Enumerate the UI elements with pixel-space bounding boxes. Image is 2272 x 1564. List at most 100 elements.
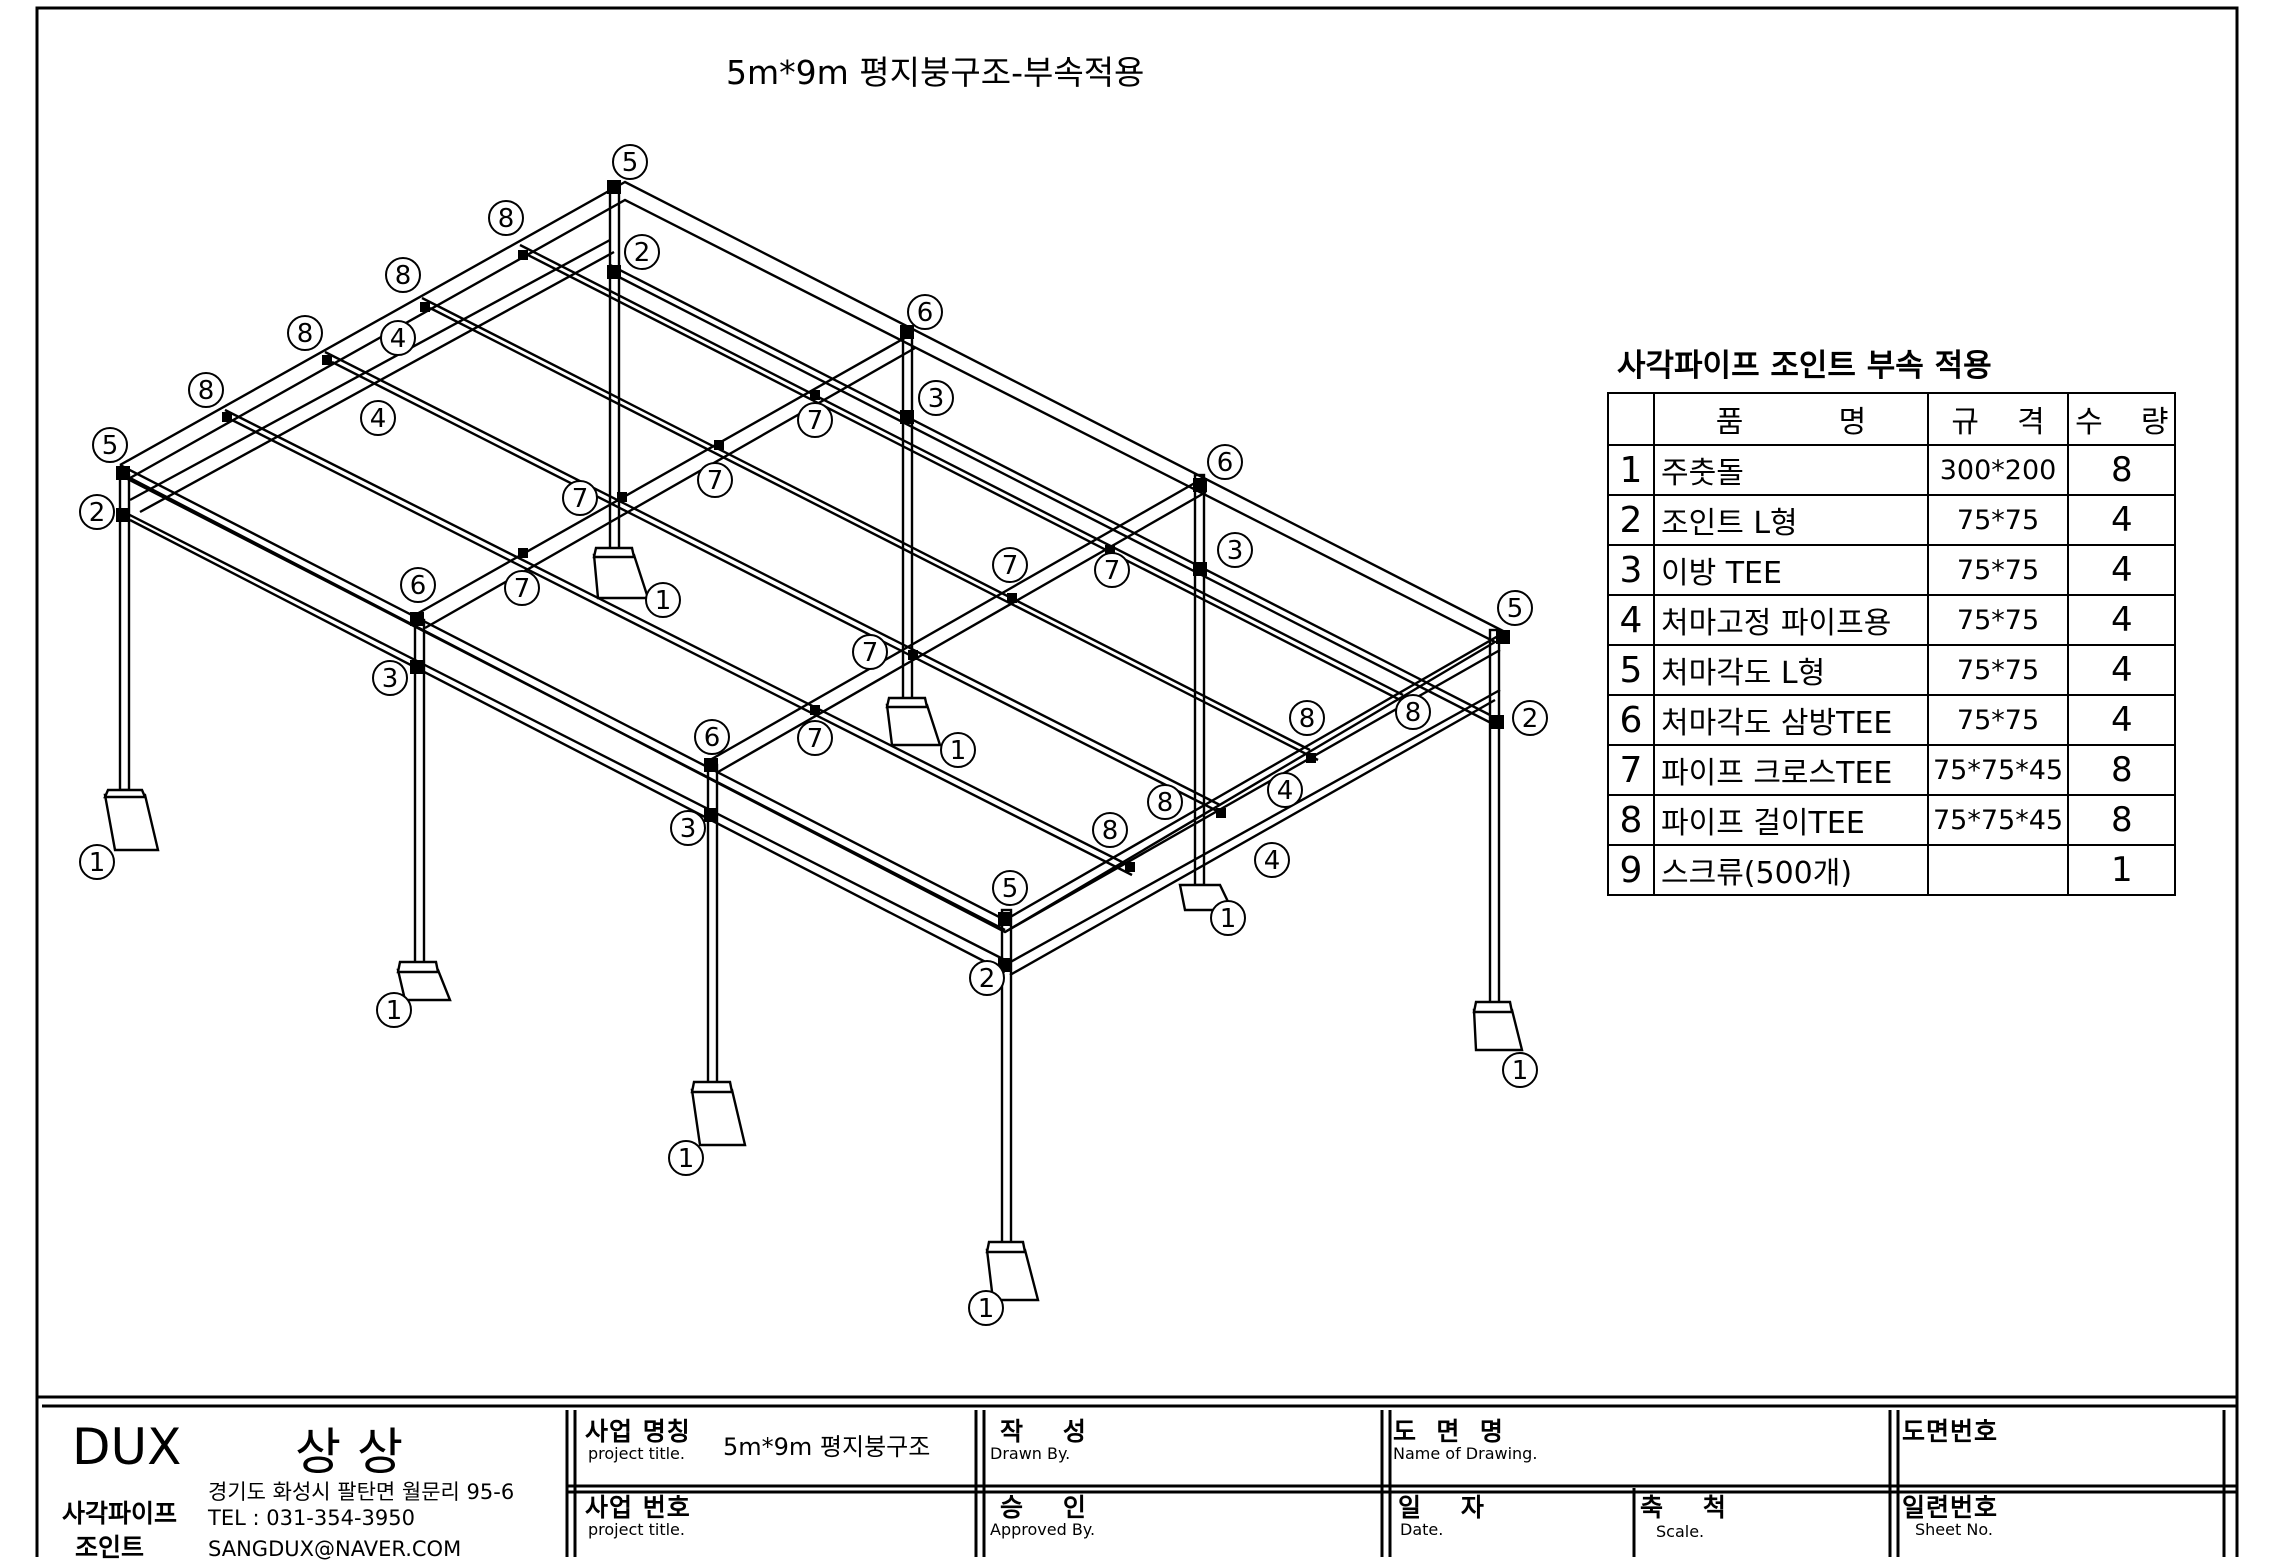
svg-text:3: 3 (1227, 536, 1244, 566)
svg-text:1: 1 (655, 586, 672, 616)
date-label-en: Date. (1400, 1520, 1444, 1539)
bom-row-qty: 8 (2067, 444, 2177, 496)
svg-text:2: 2 (979, 964, 996, 994)
drawn-by-label: 작 성 (1000, 1417, 1087, 1446)
callout-1: 1 (940, 732, 976, 768)
bom-row-spec: 75*75 (1926, 644, 2070, 696)
callout-7: 7 (504, 570, 540, 606)
callout-8: 8 (1289, 700, 1325, 736)
approved-by-label: 승 인 (1000, 1493, 1087, 1522)
callout-2: 2 (624, 234, 660, 270)
bom-row-name: 처마각도 L형 (1653, 644, 1929, 696)
svg-text:8: 8 (1405, 698, 1422, 728)
bom-row-no: 8 (1607, 794, 1655, 846)
callout-7: 7 (1094, 552, 1130, 588)
bom-row-qty: 1 (2067, 844, 2177, 896)
company-address: 경기도 화성시 팔탄면 월문리 95-6 (208, 1480, 515, 1504)
svg-text:7: 7 (572, 484, 589, 514)
callout-2: 2 (969, 960, 1005, 996)
bom-row-no: 9 (1607, 844, 1655, 896)
drawn-by-label-en: Drawn By. (990, 1444, 1071, 1463)
footings (103, 546, 1524, 1302)
callout-2: 2 (1512, 700, 1548, 736)
svg-text:8: 8 (498, 204, 515, 234)
svg-text:6: 6 (917, 298, 934, 328)
company-line-2: 조인트 (75, 1533, 145, 1562)
project-name-label: 사업 명칭 (585, 1417, 691, 1446)
bom-row-no: 4 (1607, 594, 1655, 646)
bom-row-spec: 75*75 (1926, 594, 2070, 646)
svg-text:1: 1 (386, 996, 403, 1026)
project-name-value: 5m*9m 평지붕구조 (723, 1433, 931, 1461)
svg-text:1: 1 (89, 848, 106, 878)
project-no-label-en: project title. (588, 1520, 685, 1539)
frame-structure (103, 180, 1524, 1302)
callout-6: 6 (400, 567, 436, 603)
svg-text:4: 4 (390, 324, 407, 354)
bom-row-spec: 75*75 (1926, 494, 2070, 546)
project-name-label-en: project title. (588, 1444, 685, 1463)
drawing-no-label: 도면번호 (1902, 1417, 1999, 1446)
svg-text:5: 5 (622, 148, 639, 178)
callout-3: 3 (670, 810, 706, 846)
callout-4: 4 (1267, 772, 1303, 808)
drawing-name-label: 도 면 명 (1393, 1417, 1504, 1446)
svg-text:8: 8 (1299, 704, 1316, 734)
drawing-name-label-en: Name of Drawing. (1393, 1444, 1538, 1463)
svg-text:1: 1 (1220, 904, 1237, 934)
callout-1: 1 (79, 844, 115, 880)
callout-7: 7 (797, 720, 833, 756)
callout-4: 4 (380, 320, 416, 356)
scale-label-en: Scale. (1656, 1522, 1705, 1541)
titleblock-lines (42, 1404, 2237, 1557)
svg-text:2: 2 (634, 238, 651, 268)
svg-text:1: 1 (950, 736, 967, 766)
sheet-border (35, 6, 2239, 1557)
callout-1: 1 (645, 582, 681, 618)
brand-name-ko: 상상 (295, 1423, 419, 1481)
svg-text:8: 8 (1102, 816, 1119, 846)
callout-7: 7 (562, 480, 598, 516)
svg-text:4: 4 (1277, 776, 1294, 806)
bom-row-spec: 75*75*45 (1926, 794, 2070, 846)
callout-5: 5 (992, 870, 1028, 906)
callout-2: 2 (79, 494, 115, 530)
bom-row-name: 처마고정 파이프용 (1653, 594, 1929, 646)
callout-3: 3 (1217, 532, 1253, 568)
svg-text:5: 5 (1002, 874, 1019, 904)
callout-4: 4 (1254, 842, 1290, 878)
company-line-1: 사각파이프 (62, 1499, 178, 1528)
svg-text:1: 1 (978, 1294, 995, 1324)
svg-text:3: 3 (928, 384, 945, 414)
company-email: SANGDUX@NAVER.COM (208, 1537, 462, 1561)
callout-8: 8 (1395, 694, 1431, 730)
svg-text:1: 1 (1512, 1056, 1529, 1086)
date-label: 일 자 (1398, 1493, 1485, 1522)
bom-row-qty: 8 (2067, 744, 2177, 796)
bom-row-spec: 75*75*45 (1926, 744, 2070, 796)
bom-header-no (1607, 392, 1655, 446)
bom-header-row: 품 명 규 격 수 량 (1607, 392, 2177, 446)
callout-7: 7 (852, 634, 888, 670)
bom-header-spec: 규 격 (1926, 392, 2070, 446)
joints (116, 180, 1510, 972)
svg-text:7: 7 (862, 638, 879, 668)
svg-text:8: 8 (1157, 788, 1174, 818)
bom-row-qty: 4 (2067, 694, 2177, 746)
callout-5: 5 (92, 427, 128, 463)
svg-text:6: 6 (704, 723, 721, 753)
svg-text:6: 6 (410, 571, 427, 601)
callout-7: 7 (992, 547, 1028, 583)
callout-8: 8 (1092, 812, 1128, 848)
bom-row-name: 스크류(500개) (1653, 844, 1929, 896)
bom-row-qty: 8 (2067, 794, 2177, 846)
scale-label: 축 척 (1640, 1493, 1727, 1522)
bom-row-name: 처마각도 삼방TEE (1653, 694, 1929, 746)
